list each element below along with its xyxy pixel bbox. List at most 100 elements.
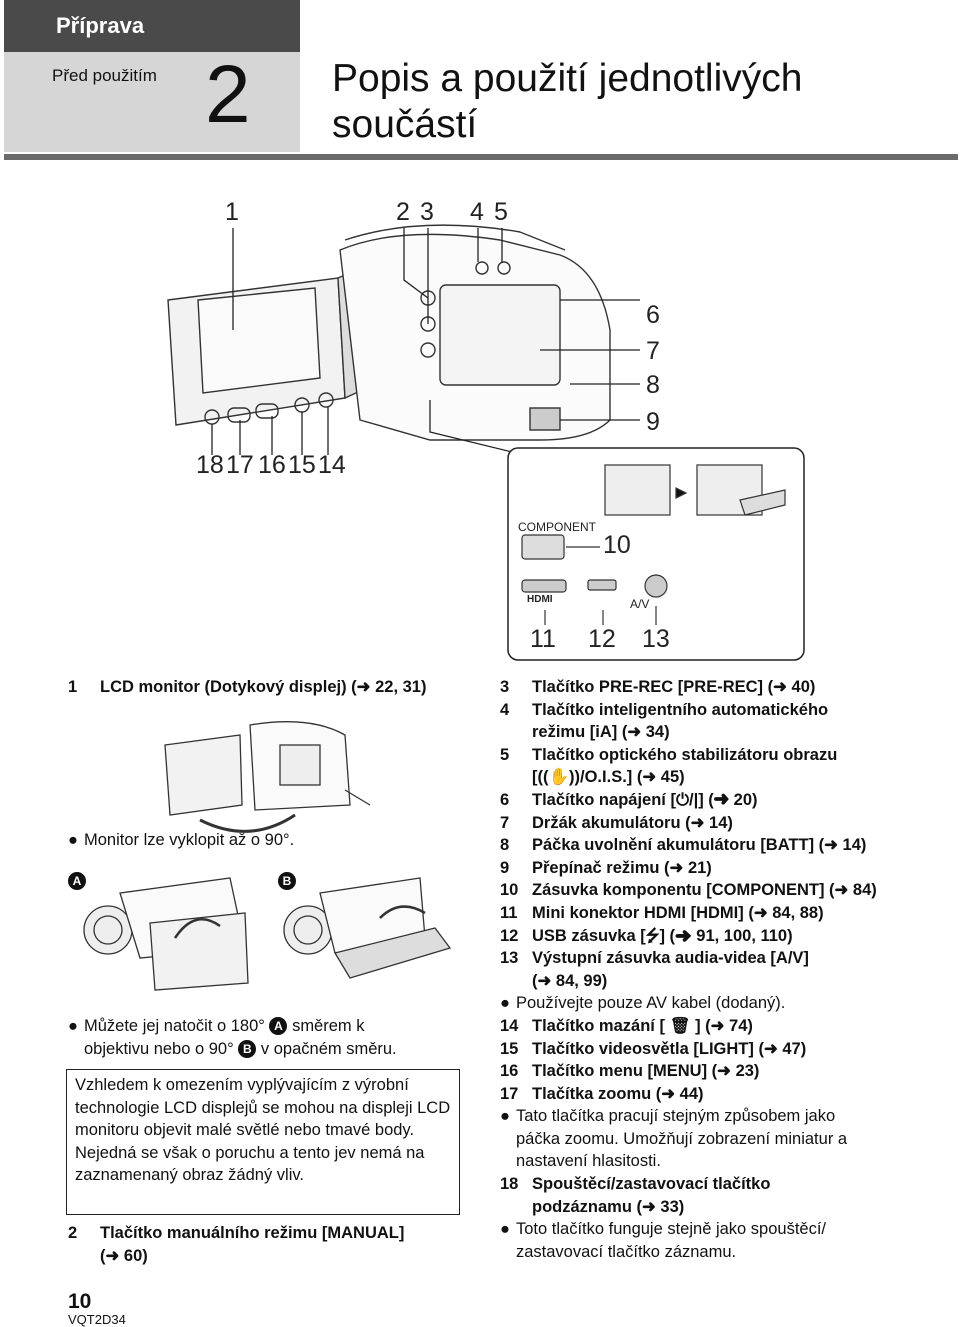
bullet-tilt: ● Monitor lze vyklopit až o 90°.: [68, 831, 295, 849]
list-item-text: režimu [iA] (➜ 34): [532, 723, 670, 742]
bullet-zoom: ● Tato tlačítka pracují stejným způsobem …: [500, 1105, 920, 1173]
item-1-number: 1: [68, 678, 78, 696]
list-item-number: 12: [500, 926, 519, 945]
callout-9: 9: [646, 408, 660, 436]
bullet-rotate-text-1: Můžete jej natočit o 180°: [84, 1017, 265, 1035]
list-item-text: Tlačítko videosvětla [LIGHT] (➜ 47): [532, 1039, 807, 1058]
camcorder-illustration: [167, 224, 805, 661]
section-title: Příprava: [56, 13, 145, 38]
list-item-text: Výstupní zásuvka audia-videa [A/V]: [532, 949, 809, 968]
chapter-number: 2: [205, 49, 251, 140]
callout-16: 16: [258, 451, 286, 479]
bullet-zoom-text: páčka zoomu. Umožňují zobrazení miniatur…: [516, 1129, 848, 1148]
item-2-line1: Tlačítko manuálního režimu [MANUAL]: [100, 1224, 405, 1242]
notice-text-1: Vzhledem k omezením vyplývajícím z výrob…: [75, 1076, 451, 1140]
page-number: 10: [68, 1290, 92, 1313]
bullet-rec-text: Toto tlačítko funguje stejně jako spoušt…: [516, 1220, 827, 1239]
list-item-text: Tlačítka zoomu (➜ 44): [532, 1084, 704, 1103]
list-item-text: Spouštěcí/zastavovací tlačítko: [532, 1175, 771, 1194]
callout-3: 3: [420, 198, 434, 226]
notice-box: Vzhledem k omezením vyplývajícím z výrob…: [66, 1069, 460, 1215]
bullet-rec-text: zastavovací tlačítko záznamu.: [516, 1242, 737, 1261]
bullet-rec: ● Toto tlačítko funguje stejně jako spouš…: [500, 1218, 920, 1263]
list-item-text: Zásuvka komponentu [COMPONENT] (➜ 84): [532, 881, 877, 900]
list-item-10: 10 Zásuvka komponentu [COMPONENT] (➜ 84): [500, 879, 920, 902]
list-item-number: 11: [500, 903, 518, 922]
bullet-zoom-text: nastavení hlasitosti.: [516, 1152, 661, 1171]
page-title-line1: Popis a použití jednotlivých: [332, 57, 803, 100]
list-item-text: [((✋))/O.I.S.] (➜ 45): [532, 768, 685, 787]
bullet-zoom-text: Tato tlačítka pracují stejným způsobem j…: [516, 1107, 836, 1126]
list-item-text: Tlačítko menu [MENU] (➜ 23): [532, 1062, 760, 1081]
callout-7: 7: [646, 337, 660, 365]
list-item-13: 13 Výstupní zásuvka audia-videa [A/V] (➜ 8…: [500, 947, 920, 992]
callout-4: 4: [470, 198, 484, 226]
bullet-rotate-text-3: objektivu nebo o 90°: [84, 1039, 234, 1058]
list-item-text: Páčka uvolnění akumulátoru [BATT] (➜ 14): [532, 836, 867, 855]
callout-15: 15: [288, 451, 316, 479]
bullet-av-cable-text: Používejte pouze AV kabel (dodaný).: [516, 994, 786, 1013]
callout-1: 1: [225, 198, 239, 226]
bullet-tilt-text: Monitor lze vyklopit až o 90°.: [84, 831, 295, 849]
bullet-dot: ●: [500, 994, 510, 1013]
callout-6: 6: [646, 301, 660, 329]
callout-17: 17: [226, 451, 254, 479]
list-item-8: 8 Páčka uvolnění akumulátoru [BATT] (➜ 14…: [500, 834, 920, 857]
list-item-text: Držák akumulátoru (➜ 14): [532, 813, 733, 832]
subsection-tab: [4, 52, 300, 152]
av-label: A/V: [630, 597, 650, 611]
callout-13: 13: [642, 625, 670, 653]
list-item-6: 6 Tlačítko napájení [⏻/|] (➜ 20): [500, 789, 920, 812]
bullet-rotate: ● Můžete jej natočit o 180° A směrem k o…: [68, 1017, 397, 1058]
list-item-number: 5: [500, 745, 510, 764]
list-item-7: 7 Držák akumulátoru (➜ 14): [500, 812, 920, 835]
list-item-text: Tlačítko PRE-REC [PRE-REC] (➜ 40): [532, 678, 816, 696]
list-item-number: 14: [500, 1016, 519, 1035]
list-item-number: 16: [500, 1062, 519, 1081]
list-item-5: 5 Tlačítko optického stabilizátoru obrazu…: [500, 744, 920, 789]
list-item-number: 18: [500, 1175, 519, 1194]
hdmi-label: HDMI: [527, 594, 553, 605]
list-item-text: Přepínač režimu (➜ 21): [532, 858, 712, 877]
list-item-text: Tlačítko inteligentního automatického: [532, 700, 829, 719]
callout-2: 2: [396, 198, 410, 226]
lcd-rotate-illustration: [83, 877, 452, 991]
list-item-text: Tlačítko mazání [ 🗑 ] (➜ 74): [532, 1016, 753, 1035]
list-item-text: Tlačítko optického stabilizátoru obrazu: [532, 745, 838, 764]
list-item-14: 14 Tlačítko mazání [ 🗑 ] (➜ 74): [500, 1015, 920, 1038]
marker-b-inline: B: [238, 1039, 257, 1058]
bullet-dot: ●: [500, 1107, 510, 1126]
list-item-text: (➜ 84, 99): [532, 971, 608, 990]
list-item-number: 13: [500, 949, 519, 968]
item-2-line2: (➜ 60): [100, 1246, 148, 1265]
list-item-number: 10: [500, 881, 519, 900]
list-item-11: 11 Mini konektor HDMI [HDMI] (➜ 84, 88): [500, 902, 920, 925]
callout-11: 11: [530, 625, 556, 653]
list-item-number: 6: [500, 790, 510, 809]
list-item-text: Mini konektor HDMI [HDMI] (➜ 84, 88): [532, 903, 824, 922]
list-item-text: USB zásuvka [⭍] (➜ 91, 100, 110): [532, 926, 793, 945]
marker-a: A: [68, 872, 86, 890]
list-item-number: 9: [500, 858, 510, 877]
list-item-16: 16 Tlačítko menu [MENU] (➜ 23): [500, 1060, 920, 1083]
list-item-text: Tlačítko napájení [⏻/|] (➜ 20): [532, 790, 758, 809]
component-label: COMPONENT: [518, 520, 596, 534]
list-item-12: 12 USB zásuvka [⭍] (➜ 91, 100, 110): [500, 925, 920, 948]
lcd-tilt-illustration: [164, 721, 371, 833]
list-item-number: 8: [500, 836, 510, 855]
bullet-dot: ●: [500, 1220, 510, 1239]
list-item-number: 7: [500, 813, 510, 832]
list-item-9: 9 Přepínač režimu (➜ 21): [500, 857, 920, 880]
header-divider: [4, 154, 958, 160]
bullet-rotate-text-4: v opačném směru.: [260, 1039, 397, 1058]
bullet-rotate-text-2: směrem k: [292, 1017, 365, 1035]
page-title-line2: součástí: [332, 103, 478, 146]
callout-12: 12: [588, 625, 616, 653]
callout-10: 10: [603, 531, 631, 559]
marker-b: B: [278, 872, 296, 890]
